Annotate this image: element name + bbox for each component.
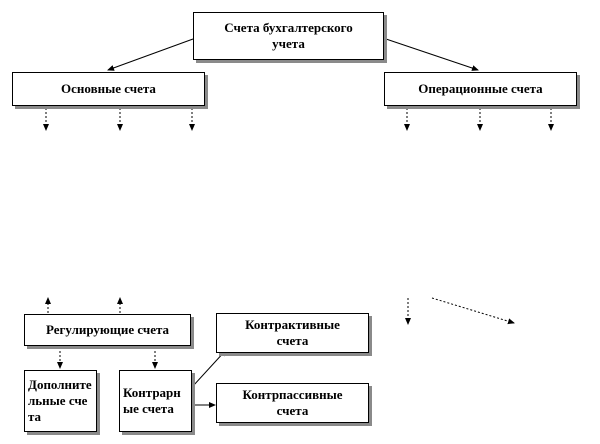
node-additional-accounts: Дополнительные счета — [24, 370, 97, 432]
node-contractive-accounts: Контрактивные счета — [216, 313, 369, 353]
arrow-root-to-operational — [385, 38, 479, 71]
node-operational-accounts: Операционные счета — [384, 72, 577, 106]
node-main-accounts: Основные счета — [12, 72, 205, 106]
arrow-right-diagonal — [431, 297, 515, 325]
node-regulating-accounts: Регулирующие счета — [24, 314, 191, 346]
node-contrapassive-accounts: Контрпассивные счета — [216, 383, 369, 423]
arrow-contrary-to-contractive — [192, 349, 227, 387]
node-contrary-accounts: Контрарные счета — [119, 370, 192, 432]
arrow-root-to-main — [107, 38, 194, 71]
node-root: Счета бухгалтерского учета — [193, 12, 384, 60]
